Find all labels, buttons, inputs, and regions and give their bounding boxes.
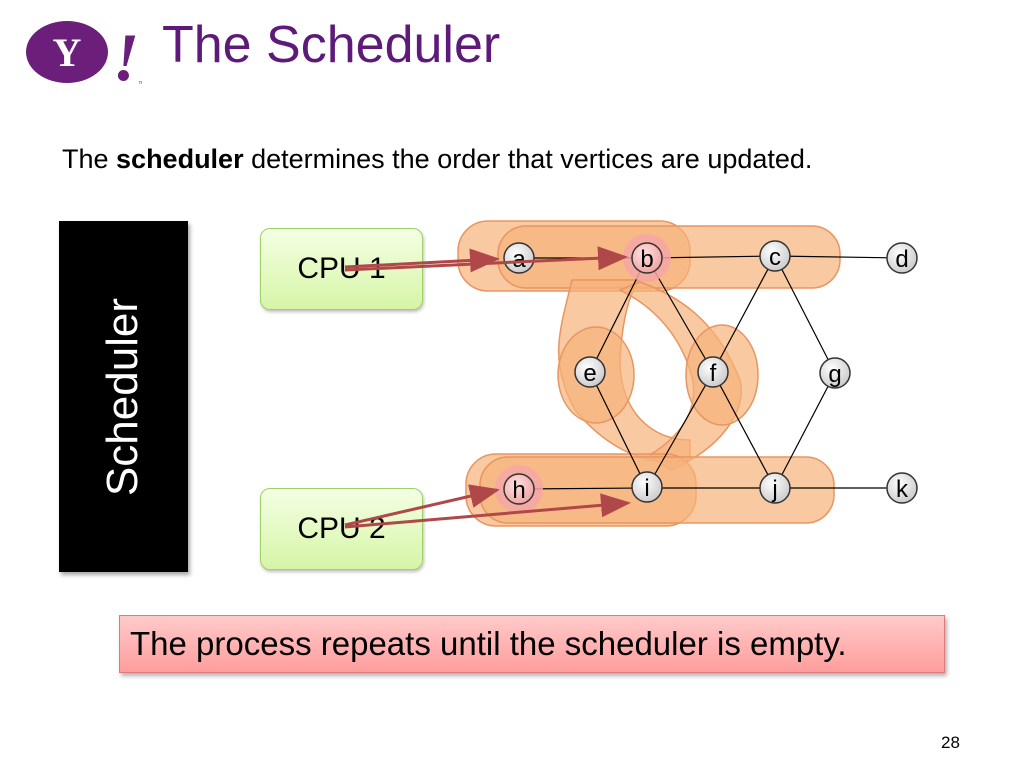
scope-regions (457, 220, 841, 527)
graph-vertices: a b c d e f g h i j k (503, 240, 918, 505)
scope-top-a (457, 220, 691, 292)
halo-h (495, 465, 543, 513)
halo-b (623, 234, 671, 282)
vertex-k-label: k (896, 476, 909, 503)
subtitle-prefix: The (62, 144, 117, 174)
vertex-f: f (697, 356, 729, 388)
slide-title: The Scheduler (162, 16, 501, 74)
slide-subtitle: The scheduler determines the order that … (62, 144, 812, 175)
vertex-j-label: j (771, 476, 777, 503)
edge-b-f (646, 257, 714, 373)
scope-bottom-a (465, 453, 697, 527)
scope-top-b (497, 225, 841, 289)
logo-exclamation: ! (113, 19, 139, 88)
logo-trademark: ™ (138, 81, 142, 88)
callout-text: The process repeats until the scheduler … (130, 625, 847, 662)
vertex-b-label: b (640, 246, 653, 273)
edge-f-i (646, 371, 714, 489)
edge-c-g (774, 255, 836, 374)
cpu2-label: CPU 2 (297, 512, 386, 545)
edge-b-c (646, 255, 776, 259)
vertex-d-label: d (895, 246, 908, 273)
edge-e-i (589, 371, 648, 489)
logo-letter: Y (53, 30, 82, 75)
scheduler-label-wrap: Scheduler (59, 221, 188, 572)
vertex-f-label: f (710, 360, 717, 387)
yahoo-logo: Y ! ™ (26, 19, 142, 88)
cpu2-box: CPU 2 (260, 488, 423, 570)
page-number: 28 (941, 733, 960, 752)
scheduler-label: Scheduler (98, 297, 148, 496)
edge-g-j (774, 372, 836, 489)
vertex-b: b (631, 242, 663, 274)
vertex-e: e (574, 356, 606, 388)
graph-edges (518, 255, 903, 490)
vertex-j: j (759, 472, 791, 504)
vertex-h: h (503, 473, 535, 505)
vertex-d: d (886, 242, 918, 274)
vertex-a: a (503, 242, 535, 274)
scope-e (557, 326, 635, 424)
edge-b-e (589, 257, 648, 373)
vertex-a-label: a (512, 246, 526, 273)
vertex-i-label: i (644, 475, 649, 502)
edge-h-i (518, 487, 648, 490)
vertex-c: c (759, 240, 791, 272)
edge-c-f (712, 255, 776, 373)
vertex-g-label: g (828, 361, 841, 388)
scheduler-box (59, 221, 188, 572)
vertex-e-label: e (583, 360, 596, 387)
scope-f (685, 324, 759, 426)
scope-bottom-b (479, 456, 835, 524)
cpu1-box: CPU 1 (260, 228, 423, 310)
vertex-k: k (886, 472, 918, 504)
callout-box: The process repeats until the scheduler … (119, 615, 945, 673)
scope-left-bridge (557, 279, 691, 463)
subtitle-suffix: determines the order that vertices are u… (243, 144, 813, 174)
vertex-c-label: c (769, 244, 781, 271)
subtitle-bold: scheduler (116, 144, 244, 174)
edge-c-d (774, 255, 903, 259)
scope-right-bridge (618, 281, 743, 471)
edge-f-j (712, 371, 776, 489)
cpu1-label: CPU 1 (297, 252, 386, 285)
vertex-i: i (631, 471, 663, 503)
vertex-h-label: h (512, 477, 525, 504)
vertex-g: g (819, 357, 851, 389)
